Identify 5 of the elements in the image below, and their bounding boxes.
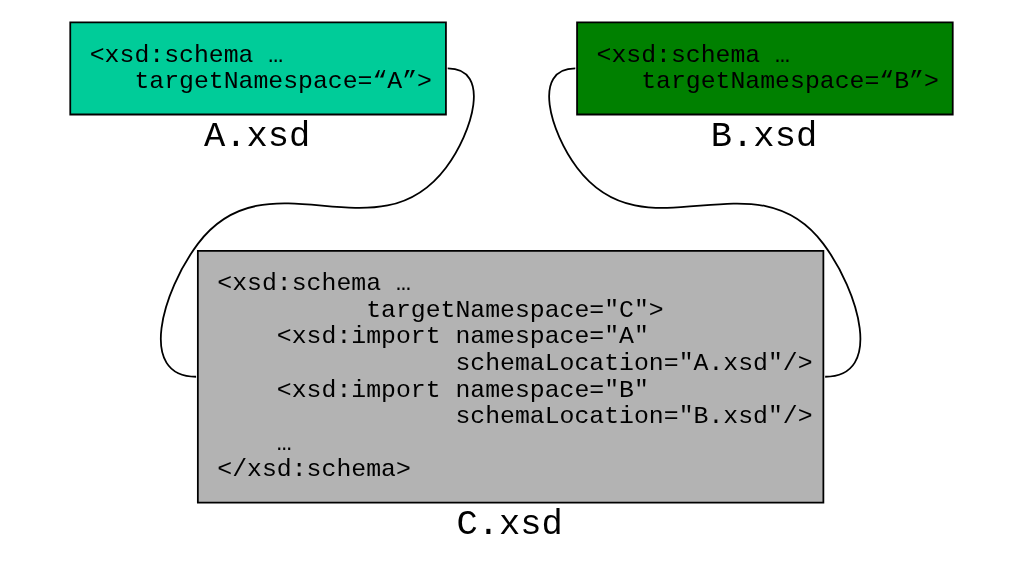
node-label: A.xsd (204, 116, 311, 158)
connector (159, 67, 475, 378)
node-label: B.xsd (710, 116, 818, 158)
node-label: C.xsd (456, 504, 563, 546)
connector (548, 67, 862, 378)
